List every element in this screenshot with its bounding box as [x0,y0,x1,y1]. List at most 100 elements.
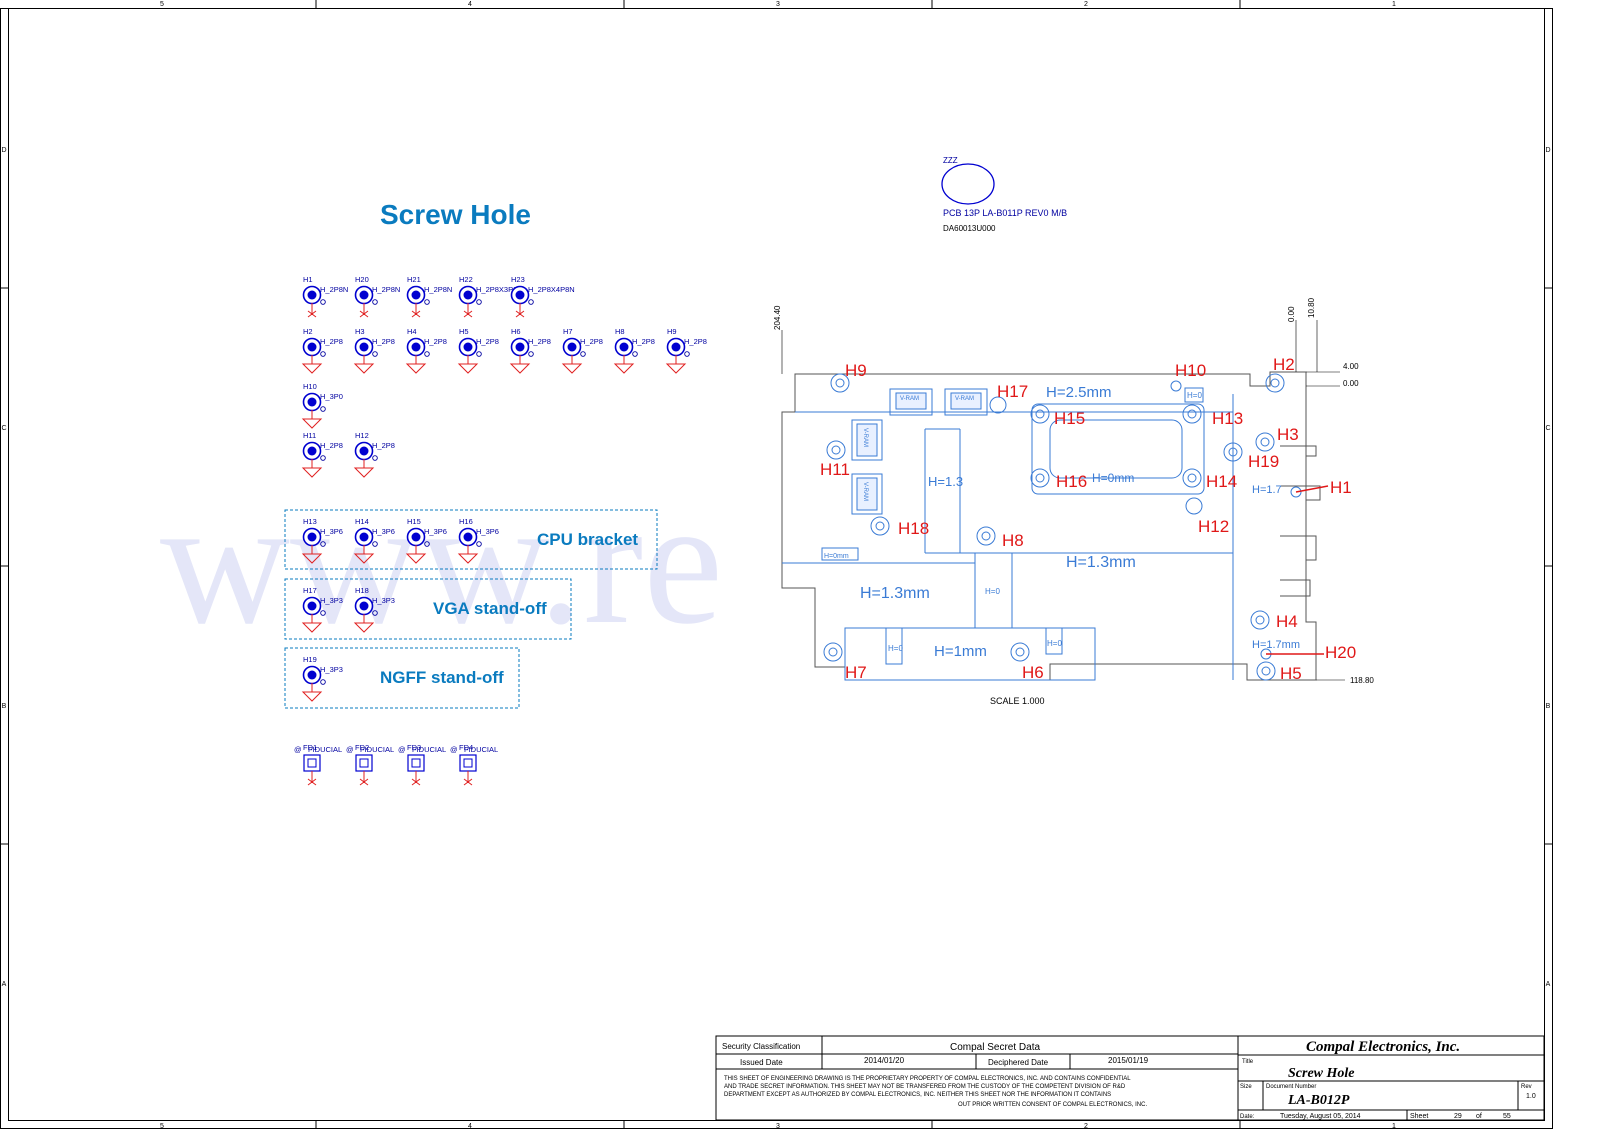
nc-mark [411,778,421,786]
board-hole [1182,404,1202,424]
hole-footprint: H_2P8 [372,337,395,346]
dimension-bottom: 118.80 [1350,676,1374,685]
hole-drill [359,601,369,611]
hole-ref: FD1 [303,743,317,752]
hole-mark [684,351,690,357]
vga-standoff-label: VGA stand-off [433,599,547,618]
docnum-label: Document Number [1266,1084,1316,1090]
ground-symbol [301,418,323,429]
board-hole-label: H13 [1212,409,1243,428]
hole-mark [372,455,378,461]
hole-footprint: H_3P6 [372,527,395,536]
cpu-opening [1049,419,1183,479]
hole-mark [372,299,378,305]
board-hole-labels: H9 H10 H2 H17 H15 H13 H3 H11 H19 H16 H14… [820,355,1356,683]
hole-footprint: H_2P8 [632,337,655,346]
hole-ref: H9 [667,327,677,336]
board-hole [1256,661,1276,681]
connector [1280,579,1311,597]
screw-hole-symbol: H2H_2P8 [301,327,343,374]
hole-mark [580,351,586,357]
height-note: H=1mm [934,643,987,660]
hole-ref: H1 [303,275,313,284]
board-hole [1250,610,1270,630]
height-note: H=1.3mm [860,585,930,602]
hole-drill [307,670,317,680]
fiducial-pad-inner [463,758,473,768]
board-dimensions: 204.40 0.00 10.80 4.00 0.00 118.80 SCALE… [773,297,1374,706]
screw-hole-symbol: H9H_2P8 [665,327,707,374]
ground-symbol [457,363,479,374]
hole-footprint: H_2P8 [372,441,395,450]
row-label: A [2,981,7,988]
board-hole [1261,666,1271,676]
hole-footprint: H_2P8 [320,441,343,450]
col-label: 4 [468,1123,472,1130]
board-outline-drawing [781,371,1321,681]
board-hole-label: H4 [1276,612,1298,631]
board-hole [1030,468,1050,488]
hole-drill [359,290,369,300]
hole-footprint: H_2P8 [476,337,499,346]
board-hole [1260,437,1270,447]
fiducial-pad-inner [411,758,421,768]
hole-footprint: FIDUCIAL [464,745,498,754]
issued-label: Issued Date [740,1058,783,1067]
notice-line: OUT PRIOR WRITTEN CONSENT OF COMPAL ELEC… [958,1102,1147,1108]
hole-mark [476,541,482,547]
hole-footprint: H_3P0 [320,392,343,401]
nc-mark [359,310,369,318]
board-hole [831,445,841,455]
board-hole-label: H10 [1175,361,1206,380]
board-hole-label: H9 [845,361,867,380]
hole-footprint: H_2P8 [528,337,551,346]
hole-drill [411,290,421,300]
hole-ref: H19 [303,655,317,664]
notice-line: AND TRADE SECRET INFORMATION. THIS SHEET… [724,1084,1126,1090]
of-value: 55 [1503,1113,1511,1120]
hole-footprint: H_3P3 [372,596,395,605]
hole-footprint: H_2P8N [320,285,348,294]
title-block [715,1035,1545,1121]
title-block-text: Security Classification Compal Secret Da… [722,1039,1536,1120]
dimension-top-a: 0.00 [1287,306,1296,322]
hole-mark [424,541,430,547]
board-hole [835,378,845,388]
hole-mark [320,351,326,357]
board-hole [1035,409,1045,419]
board-hole-label: H2 [1273,355,1295,374]
row-label: D [1,147,6,154]
board-hole [823,642,843,662]
date-value: Tuesday, August 05, 2014 [1280,1113,1361,1120]
hole-drill [307,532,317,542]
hole-mark [320,679,326,685]
nc-mark [307,778,317,786]
ground-symbol [665,363,687,374]
fiducials-row: FD1FIDUCIAL@FD2FIDUCIAL@FD3FIDUCIAL@FD4F… [294,743,498,786]
pcb-ref-part: DA60013U000 [943,224,996,233]
hole-ref: H22 [459,275,473,284]
nc-mark [463,778,473,786]
fiducial-pad [407,754,425,772]
height-note: H=0 [985,587,1000,596]
board-scale: SCALE 1.000 [990,696,1045,706]
col-label: 1 [1392,1,1396,8]
hole-ref: H17 [303,586,317,595]
hole-drill [463,290,473,300]
hole-ref: H12 [355,431,369,440]
standoff-pad [821,547,859,561]
standoff-pad [1045,627,1063,655]
board-hole [1228,447,1238,457]
board-hole-label: H11 [820,460,850,479]
fiducial-pad-inner [359,758,369,768]
board-hole [976,526,996,546]
